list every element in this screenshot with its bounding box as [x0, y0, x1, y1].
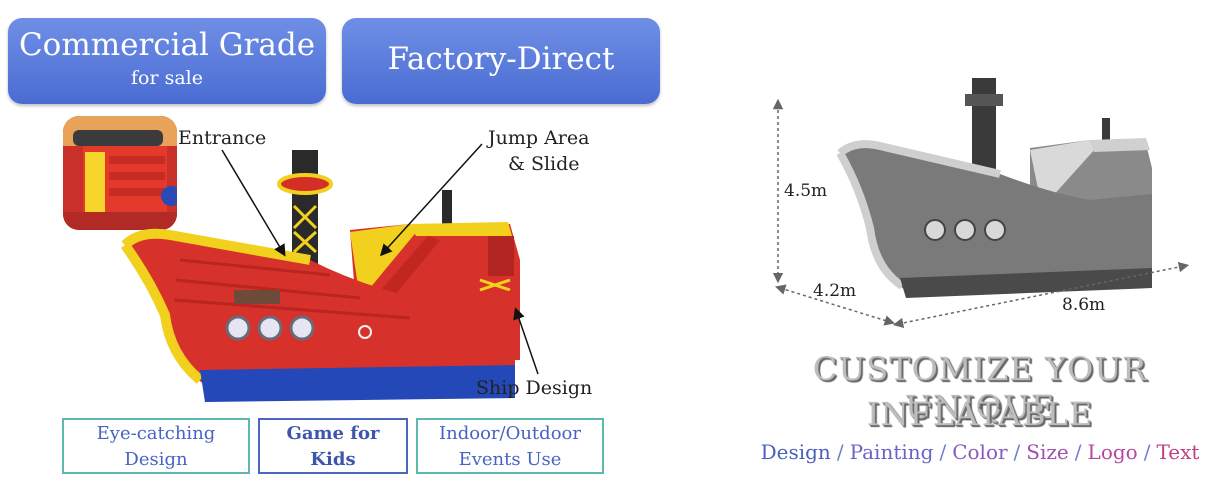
depth-dimension-line	[774, 284, 896, 326]
option-text: Text	[1156, 440, 1200, 464]
option-painting: Painting	[849, 440, 934, 464]
callout-arrows	[221, 143, 539, 375]
entrance-label: Entrance	[178, 127, 267, 149]
option-design: Design	[760, 440, 831, 464]
depth-label: 4.2m	[813, 281, 857, 301]
feature-line: Eye-catching	[96, 423, 216, 444]
length-label: 8.6m	[1062, 295, 1106, 315]
for-sale-subtitle: for sale	[131, 67, 203, 89]
height-label: 4.5m	[784, 181, 828, 201]
commercial-grade-title: Commercial Grade	[18, 27, 316, 63]
dimension-diagram	[772, 78, 1190, 329]
jump-area-label-line1: Jump Area	[488, 127, 590, 149]
feature-line: Kids	[310, 449, 356, 470]
feature-line: Indoor/Outdoor	[439, 423, 581, 444]
feature-line: Events Use	[458, 449, 562, 470]
pirate-ship-image	[120, 150, 520, 402]
customize-heading-line1: CUSTOMIZE YOUR UNIQUE	[812, 350, 1148, 426]
customization-options: Design/Painting/Color/Size/Logo/Text	[740, 440, 1206, 464]
option-separator: /	[1143, 440, 1151, 464]
jump-area-label-line2: & Slide	[508, 153, 580, 175]
jump-area-arrow	[379, 143, 483, 257]
customize-heading-line2: INFLATABLE	[866, 395, 1094, 433]
feature-line: Game for	[286, 423, 380, 444]
feature-box-indoor-outdoor: Indoor/Outdoor Events Use	[416, 418, 604, 474]
option-size: Size	[1026, 440, 1069, 464]
option-separator: /	[836, 440, 844, 464]
option-logo: Logo	[1087, 440, 1138, 464]
option-separator: /	[939, 440, 947, 464]
length-dimension-line	[892, 261, 1190, 329]
entrance-inset-photo	[63, 116, 177, 230]
grayscale-ship	[836, 78, 1152, 298]
feature-box-eye-catching: Eye-catching Design	[62, 418, 250, 474]
entrance-arrow	[221, 149, 286, 257]
ship-design-label: Ship Design	[476, 377, 593, 399]
ship-design-arrow	[513, 307, 539, 375]
commercial-grade-banner: Commercial Grade for sale	[8, 18, 326, 104]
feature-box-game-for-kids: Game for Kids	[258, 418, 408, 474]
feature-line: Design	[124, 449, 188, 470]
option-separator: /	[1013, 440, 1021, 464]
factory-direct-banner: Factory-Direct	[342, 18, 660, 104]
option-color: Color	[952, 440, 1008, 464]
option-separator: /	[1074, 440, 1082, 464]
factory-direct-title: Factory-Direct	[387, 41, 615, 77]
